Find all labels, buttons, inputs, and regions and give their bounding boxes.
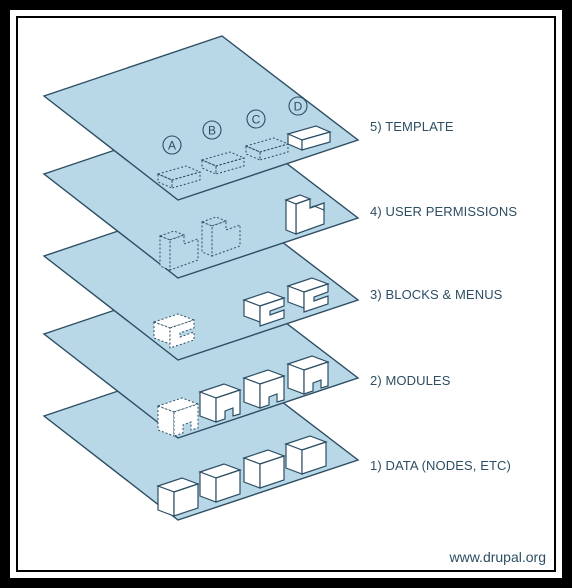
slot-marker-b: B <box>202 120 222 140</box>
slot-marker-a: A <box>162 135 182 155</box>
data-cube-1 <box>157 477 199 517</box>
slot-letter-d: D <box>294 100 303 114</box>
slot-letter-b: B <box>208 124 216 138</box>
data-cube-3 <box>243 449 285 489</box>
module-block-3 <box>287 355 329 395</box>
template-slot-a <box>156 165 202 189</box>
module-dotted <box>156 397 200 437</box>
permission-dotted-2 <box>200 216 241 257</box>
block-menu-dotted <box>152 313 196 349</box>
layer-label-blocks-menus: 3) BLOCKS & MENUS <box>370 287 503 302</box>
data-cube-4 <box>285 435 327 475</box>
layer-label-user-permissions: 4) USER PERMISSIONS <box>370 204 517 219</box>
module-block-2 <box>243 369 285 409</box>
module-block-1 <box>199 383 241 423</box>
template-slot-d <box>286 125 332 151</box>
slot-letter-a: A <box>168 139 176 153</box>
data-cube-2 <box>199 463 241 503</box>
slot-letter-c: C <box>252 113 261 127</box>
slot-marker-c: C <box>246 109 266 129</box>
layer-label-template: 5) TEMPLATE <box>370 119 454 134</box>
slot-marker-d: D <box>288 96 308 116</box>
template-slot-b <box>200 151 246 175</box>
layer-plane-template: A B C D <box>42 35 360 201</box>
source-credit: www.drupal.org <box>449 549 547 565</box>
permission-dotted-1 <box>158 230 199 271</box>
layer-label-modules: 2) MODULES <box>370 373 451 388</box>
layer-label-data: 1) DATA (NODES, ETC) <box>370 458 511 473</box>
